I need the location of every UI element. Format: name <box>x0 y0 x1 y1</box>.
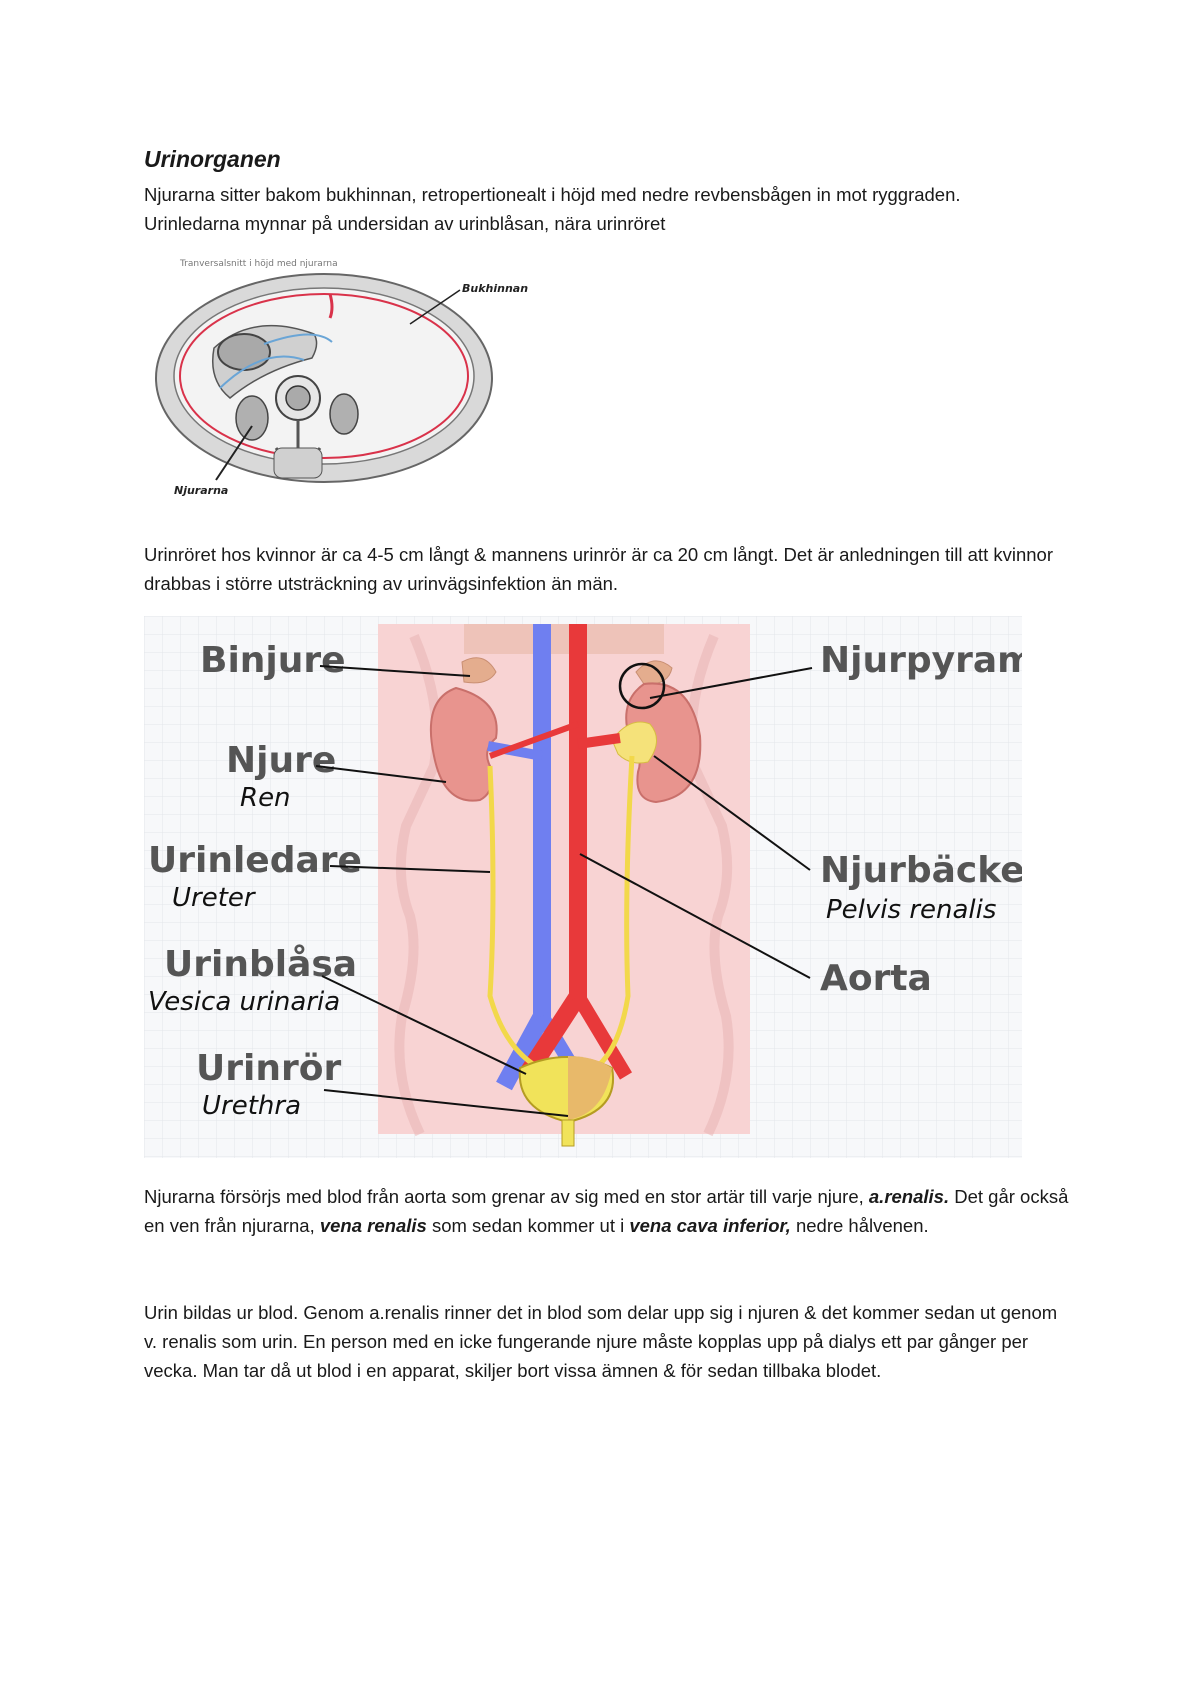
blood-term-vena-cava: vena cava inferior, <box>629 1215 791 1236</box>
label-urinror: Urinrör <box>196 1048 341 1089</box>
label-urethra: Urethra <box>202 1091 301 1121</box>
blood-text-4: nedre hålvenen. <box>790 1215 929 1236</box>
label-njurpyramid: Njurpyramid <box>820 640 1022 681</box>
label-binjure: Binjure <box>200 640 346 681</box>
figure1-caption: Tranversalsnitt i höjd med njurarna <box>179 259 338 269</box>
blood-supply-paragraph: Njurarna försörjs med blod från aorta so… <box>144 1182 1074 1240</box>
intro-line-1: Njurarna sitter bakom bukhinnan, retrope… <box>144 184 961 205</box>
label-njure: Njure <box>226 740 336 781</box>
label-pelvis: Pelvis renalis <box>826 895 996 925</box>
label-ureter: Ureter <box>172 883 257 913</box>
blood-text-1: Njurarna försörjs med blod från aorta so… <box>144 1186 869 1207</box>
urinary-system-figure: Binjure Njure Ren Urinledare Ureter Urin… <box>144 616 1022 1158</box>
blood-text-2: Det går också en ven från njurarna, <box>144 1186 1069 1236</box>
label-urinledare: Urinledare <box>148 840 362 881</box>
page-title: Urinorganen <box>144 146 281 172</box>
label-njurbacken: Njurbäcken <box>820 850 1022 891</box>
label-vesica: Vesica urinaria <box>148 987 340 1017</box>
blood-text-3: som sedan kommer ut i <box>426 1215 630 1236</box>
label-bukhinnan: Bukhinnan <box>462 282 528 295</box>
intro-paragraph: Njurarna sitter bakom bukhinnan, retrope… <box>144 180 1074 238</box>
intro-line-2: Urinledarna mynnar på undersidan av urin… <box>144 213 666 234</box>
label-njurarna: Njurarna <box>174 484 228 497</box>
left-kidney-shape <box>235 395 269 441</box>
right-kidney-shape <box>329 393 359 435</box>
urethra-paragraph: Urinröret hos kvinnor är ca 4-5 cm långt… <box>144 544 1053 594</box>
blood-term-vena-renalis: vena renalis <box>319 1215 427 1236</box>
label-ren: Ren <box>240 783 291 813</box>
urine-formation-paragraph: Urin bildas ur blod. Genom a.renalis rin… <box>144 1302 1058 1381</box>
blood-term-arenalis: a.renalis. <box>868 1186 950 1207</box>
transverse-section-figure: Tranversalsnitt i höjd med njurarna Bukh… <box>144 248 540 504</box>
label-aorta: Aorta <box>820 958 932 999</box>
